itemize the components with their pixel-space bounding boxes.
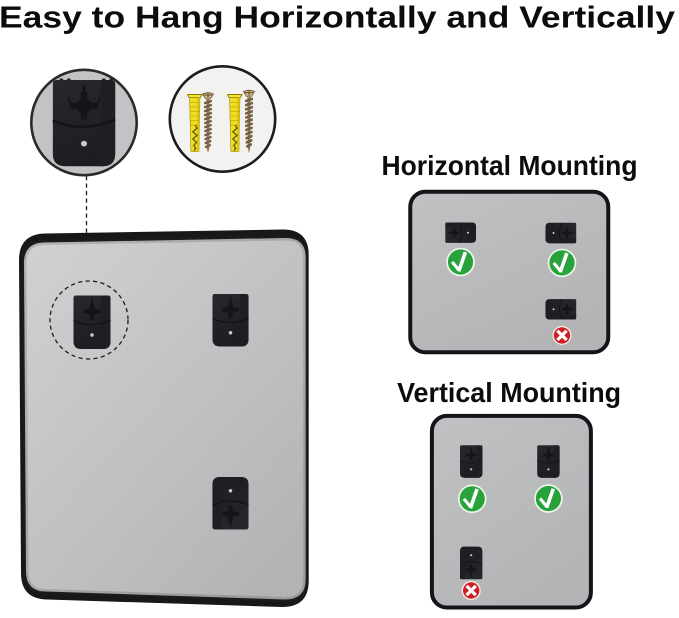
svg-text:Horizontal Mounting: Horizontal Mounting (382, 150, 638, 181)
svg-text:Vertical Mounting: Vertical Mounting (397, 377, 621, 408)
svg-text:Easy to Hang Horizontally and: Easy to Hang Horizontally and Vertically (0, 0, 676, 35)
